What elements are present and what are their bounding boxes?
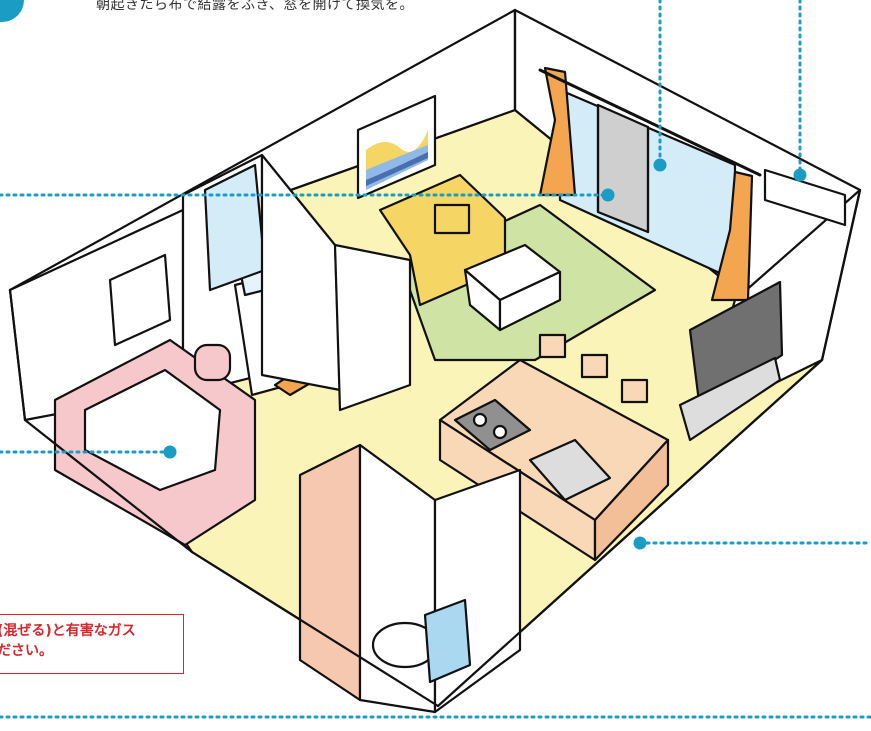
kitchen-stool-3 <box>620 378 649 404</box>
television <box>688 280 784 412</box>
warning-line-1: (混ぜる)と有害なガス <box>0 623 136 639</box>
warning-line-2: ださい。 <box>0 643 53 659</box>
toilet-tank <box>423 598 472 684</box>
sink <box>528 438 612 502</box>
callout-dot-icon <box>601 188 615 202</box>
kitchen-stool-1 <box>538 333 567 359</box>
curtain-left <box>538 66 577 197</box>
stove <box>453 398 532 452</box>
window-screen <box>596 103 650 234</box>
kitchen-stool-2 <box>580 353 609 379</box>
air-conditioner <box>763 168 847 227</box>
toilet-room-wall <box>298 443 362 702</box>
callout-dot-icon <box>793 168 807 182</box>
callout-dot-icon <box>633 536 647 550</box>
warning-box: (混ぜる)と有害なガス ださい。 <box>0 614 184 674</box>
ventilation-caption: 朝起きたら布で結露をふき、窓を開けて換気を。 <box>96 0 415 13</box>
callout-dot-icon <box>163 445 177 459</box>
curtain-right <box>710 170 754 302</box>
callout-dot-icon <box>653 158 667 172</box>
